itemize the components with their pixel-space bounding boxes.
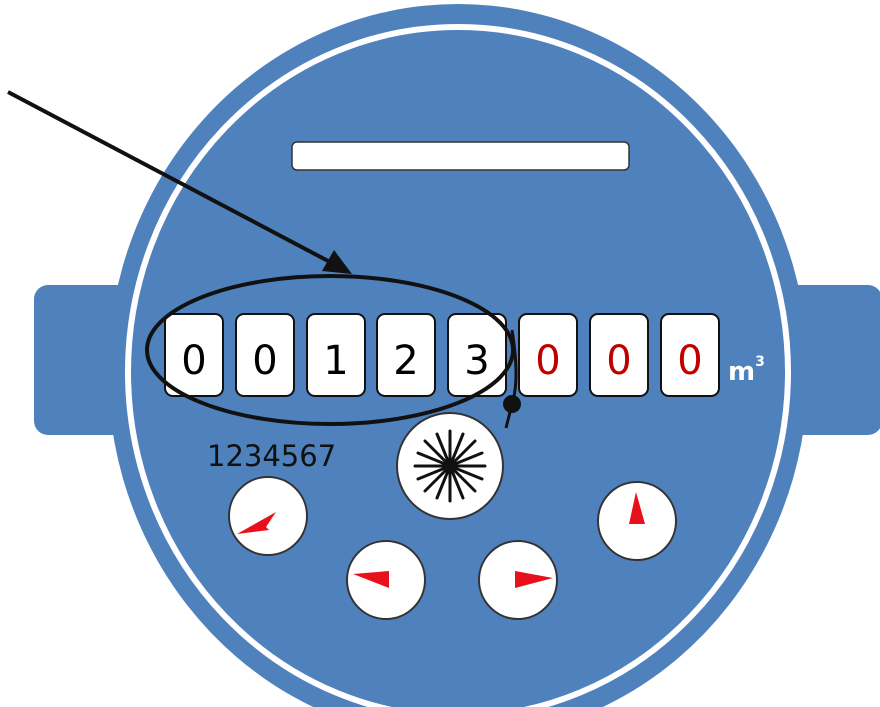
pointer-arrow-line xyxy=(7,90,331,264)
serial-number: 1234567 xyxy=(207,439,336,473)
digit-drum: 1 xyxy=(306,313,366,397)
star-center-dot xyxy=(443,459,457,473)
display-window xyxy=(291,141,630,171)
dial-pointer xyxy=(515,571,553,588)
odometer: 0 0 1 2 3 0 0 0 xyxy=(164,313,720,397)
dial-2 xyxy=(346,540,426,620)
digit-text: 0 xyxy=(535,338,560,384)
dial-3 xyxy=(478,540,558,620)
digit-text: 0 xyxy=(606,338,631,384)
dial-pointer xyxy=(353,571,389,588)
digit-text: 0 xyxy=(181,338,206,384)
dial-4 xyxy=(597,481,677,561)
digit-drum-red: 0 xyxy=(660,313,720,397)
digit-drum: 0 xyxy=(235,313,295,397)
digit-text: 0 xyxy=(677,338,702,384)
dial-pointer xyxy=(237,512,276,534)
digit-drum-red: 0 xyxy=(589,313,649,397)
highlight-ellipse xyxy=(145,274,515,426)
digit-text: 2 xyxy=(393,338,418,384)
dial-1 xyxy=(228,476,308,556)
digit-text: 3 xyxy=(464,338,489,384)
digit-text: 1 xyxy=(323,338,348,384)
dial-pointer xyxy=(629,492,645,524)
pointer-arrow-head xyxy=(322,250,352,274)
digit-text: 0 xyxy=(252,338,277,384)
digit-drum: 0 xyxy=(164,313,224,397)
digit-drum: 3 xyxy=(447,313,507,397)
meter-face-ring xyxy=(125,24,791,707)
digit-drum: 2 xyxy=(376,313,436,397)
digit-drum-red: 0 xyxy=(518,313,578,397)
flow-indicator xyxy=(396,412,504,520)
unit-label: m3 xyxy=(728,354,765,387)
flow-connector-dot xyxy=(503,395,521,413)
